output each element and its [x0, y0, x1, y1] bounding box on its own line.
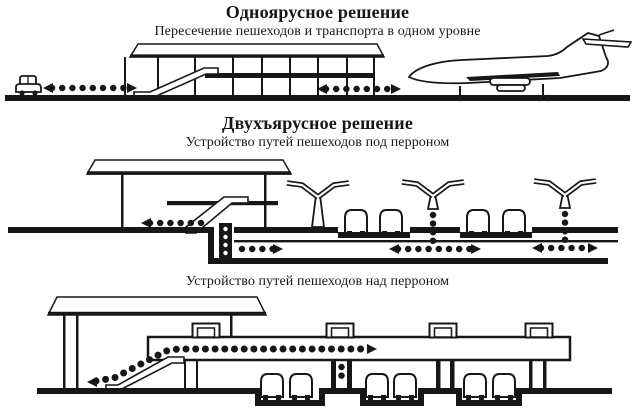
section2-title: Двухъярусное решение	[221, 113, 414, 133]
section1-title: Одноярусное решение	[225, 2, 410, 22]
two-level-over-diagram	[37, 296, 612, 406]
tunnel-floor	[208, 258, 608, 264]
upper-floor-slab	[205, 73, 374, 78]
stair-shaft	[331, 360, 352, 390]
tunnel-ceiling	[234, 240, 618, 243]
ground-line	[8, 227, 214, 233]
aircraft-front-icon	[401, 179, 465, 210]
ground-line	[37, 388, 612, 394]
aircraft-front-icon	[286, 180, 350, 228]
stair-shaft	[219, 223, 232, 261]
ground-line	[5, 95, 630, 101]
section3-subtitle: Устройство путей пешеходов над перроном	[185, 274, 450, 289]
section1-subtitle: Пересечение пешеходов и транспорта в одн…	[154, 24, 481, 39]
gallery-head-houses	[191, 322, 554, 339]
gallery-columns	[184, 360, 547, 390]
car-icon	[15, 75, 42, 96]
wing	[466, 72, 560, 81]
pedestrian-flow-arrow	[141, 210, 598, 254]
pedestrian-flow-arrow	[43, 83, 401, 94]
apron-buses	[260, 373, 516, 401]
pedestrian-flow-arrow	[87, 344, 377, 387]
single-level-diagram	[5, 29, 633, 102]
two-level-under-diagram	[8, 159, 618, 264]
escalator	[105, 356, 185, 392]
step-wall	[208, 227, 214, 264]
section2-subtitle: Устройство путей пешеходов под перроном	[185, 135, 450, 150]
aircraft-front-icon	[533, 178, 597, 209]
terminal-columns	[63, 315, 233, 390]
apron-slab	[234, 227, 618, 238]
tailplane	[581, 38, 633, 48]
aircraft-side-icon	[407, 29, 633, 102]
escalator	[133, 67, 219, 99]
